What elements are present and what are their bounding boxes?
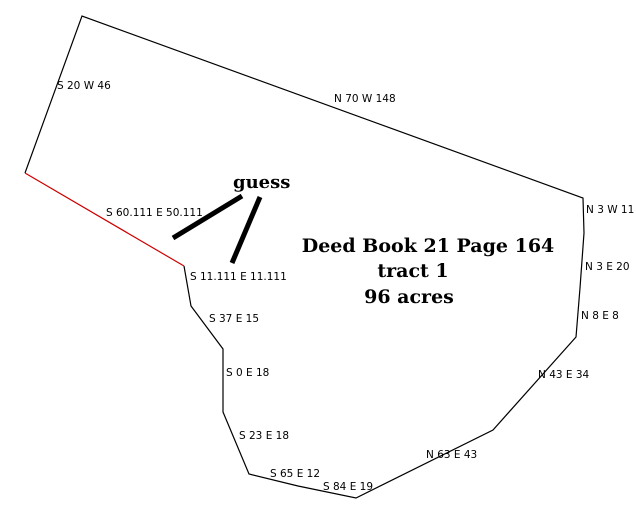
call-n70w148: N 70 W 148 [334, 93, 396, 105]
call-n3e20: N 3 E 20 [585, 261, 630, 273]
deed-title-line-2: tract 1 [377, 260, 448, 282]
call-n3w11: N 3 W 11 [586, 204, 634, 216]
call-s20w46: S 20 W 46 [57, 80, 111, 92]
call-n43e34: N 43 E 34 [538, 369, 590, 381]
call-s65e12: S 65 E 12 [270, 468, 320, 480]
guess-pointer-right [229, 196, 263, 264]
call-s37e15: S 37 E 15 [209, 313, 259, 325]
boundary-traverse [24, 15, 585, 499]
guessed-closing-line [24, 172, 185, 267]
call-n63e43: N 63 E 43 [426, 449, 477, 461]
call-n8e8: N 8 E 8 [581, 310, 619, 322]
guess-pointer-left [171, 193, 244, 241]
call-s23e18: S 23 E 18 [239, 430, 289, 442]
guess-note: guess [233, 172, 290, 193]
deed-title-line-3: 96 acres [364, 286, 454, 308]
call-s0e18: S 0 E 18 [226, 367, 269, 379]
call-s84e19: S 84 E 19 [323, 481, 373, 493]
call-s60e50: S 60.111 E 50.111 [106, 207, 203, 219]
deed-title-line-1: Deed Book 21 Page 164 [302, 235, 555, 257]
call-s11e11: S 11.111 E 11.111 [190, 271, 287, 283]
